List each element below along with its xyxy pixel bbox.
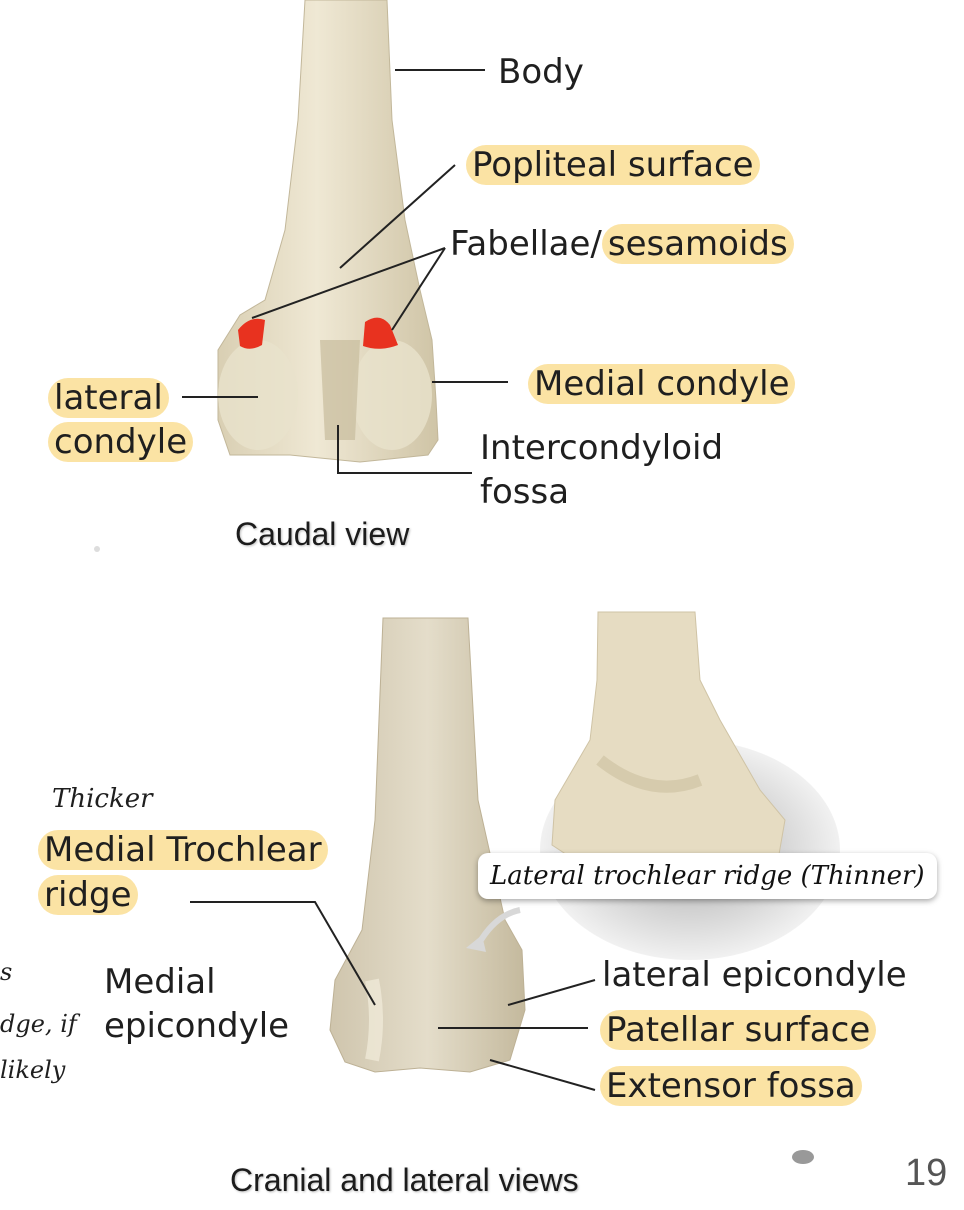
caudal-leader-lines	[182, 69, 508, 474]
label-lateral-condyle-line1: lateral	[48, 378, 169, 419]
cranial-leader-lines	[190, 901, 596, 1091]
cut-text-1: s	[0, 958, 13, 986]
label-popliteal-surface: Popliteal surface	[466, 145, 760, 186]
medial-fabella	[363, 317, 398, 349]
label-fabellae: Fabellae/sesamoids	[450, 224, 794, 265]
caption-caudal-view: Caudal view	[235, 516, 410, 552]
label-intercondyloid-line1: Intercondyloid	[480, 428, 724, 468]
label-intercondyloid-line2: fossa	[480, 472, 570, 512]
label-thicker: Thicker	[52, 784, 153, 814]
bullet-dot	[94, 546, 100, 552]
label-body: Body	[498, 52, 584, 92]
label-medial-epicondyle-line1: Medial	[104, 962, 216, 1002]
page-number: 19	[905, 1152, 948, 1194]
label-medial-trochlear-line1: Medial Trochlear	[38, 830, 328, 871]
caption-cranial-lateral-views: Cranial and lateral views	[230, 1162, 579, 1198]
label-medial-epicondyle-line2: epicondyle	[104, 1006, 290, 1046]
label-patellar-surface: Patellar surface	[600, 1010, 877, 1051]
label-lateral-condyle-line2: condyle	[48, 422, 194, 463]
lateral-femur	[540, 611, 840, 960]
cut-text-2: dge, if	[0, 1010, 77, 1038]
label-medial-condyle: Medial condyle	[528, 364, 796, 405]
cranial-femur	[329, 617, 526, 1073]
nav-dot[interactable]	[792, 1150, 814, 1164]
cut-text-3: likely	[0, 1056, 66, 1084]
callout-lateral-trochlear-ridge: Lateral trochlear ridge (Thinner)	[478, 853, 937, 899]
label-lateral-epicondyle: lateral epicondyle	[602, 955, 907, 995]
lateral-fabella	[238, 318, 265, 349]
label-medial-trochlear-line2: ridge	[38, 875, 138, 916]
label-extensor-fossa: Extensor fossa	[600, 1066, 862, 1107]
